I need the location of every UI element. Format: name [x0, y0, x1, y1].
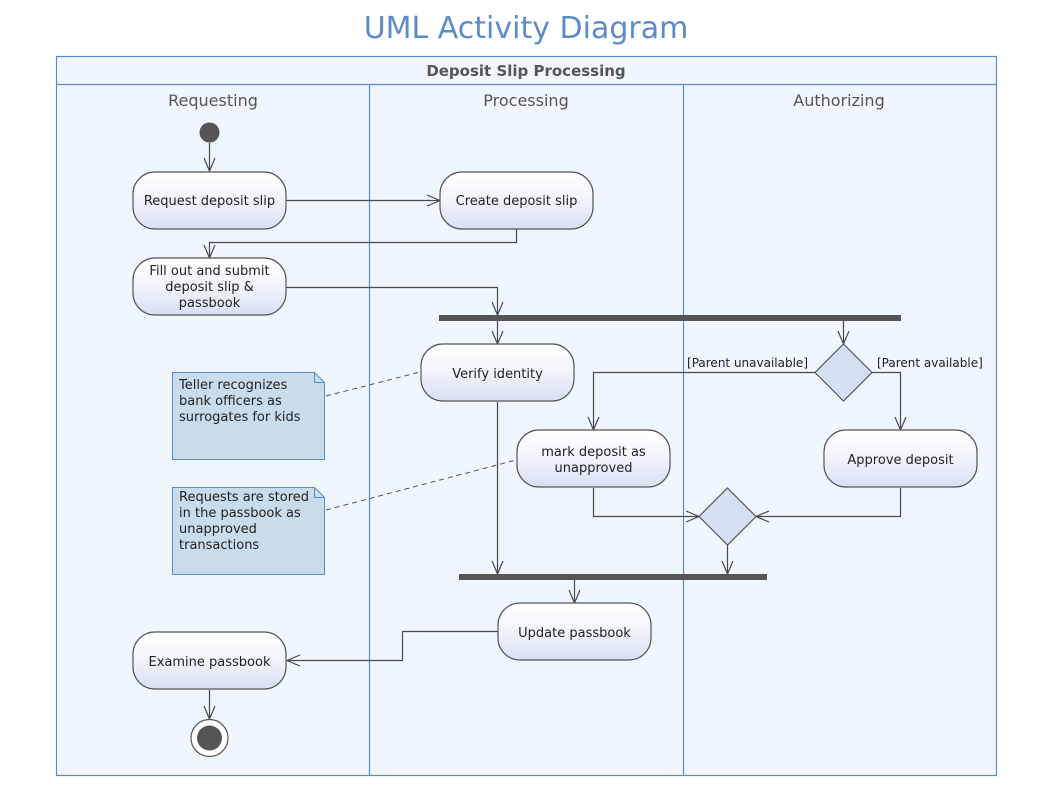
lane-title-requesting: Requesting — [168, 91, 258, 110]
note-text: surrogates for kids — [179, 410, 301, 425]
action-label: mark deposit as — [541, 445, 646, 460]
action-label: Update passbook — [518, 626, 631, 641]
arrowhead-icon — [203, 157, 216, 173]
action-update-passbook[interactable]: Update passbook — [497, 602, 652, 661]
note-text: unapproved — [179, 522, 257, 537]
action-label: Request deposit slip — [144, 194, 275, 209]
note-text: Teller recognizes — [178, 378, 288, 393]
initial-node[interactable] — [199, 122, 220, 143]
action-label: Create deposit slip — [456, 194, 578, 209]
action-label: Fill out and submit — [149, 264, 269, 279]
lane-title-processing: Processing — [483, 91, 568, 110]
action-label: Verify identity — [452, 367, 543, 382]
note-text: in the passbook as — [179, 506, 301, 521]
action-approve-deposit[interactable]: Approve deposit — [823, 429, 978, 488]
pool-title: Deposit Slip Processing — [426, 62, 625, 80]
decision-node-parent[interactable] — [814, 343, 873, 402]
note-teller[interactable]: Teller recognizes bank officers as surro… — [172, 372, 325, 460]
action-create-deposit-slip[interactable]: Create deposit slip — [439, 171, 594, 230]
note-text: transactions — [179, 538, 259, 553]
action-fill-out-submit[interactable]: Fill out and submit deposit slip & passb… — [132, 257, 287, 316]
action-mark-unapproved[interactable]: mark deposit as unapproved — [516, 429, 671, 488]
action-label: Approve deposit — [847, 453, 953, 468]
guard-parent-available: [Parent available] — [877, 356, 983, 370]
action-label: deposit slip & — [165, 280, 254, 295]
arrowhead-icon — [285, 654, 301, 667]
note-anchor-requests — [325, 459, 517, 511]
fork-bar[interactable] — [439, 315, 901, 321]
edges — [203, 143, 907, 721]
edge-initial-to-request — [203, 143, 216, 173]
diagram-title: UML Activity Diagram — [364, 11, 689, 46]
action-verify-identity[interactable]: Verify identity — [420, 343, 575, 402]
merge-node[interactable] — [698, 487, 757, 546]
action-examine-passbook[interactable]: Examine passbook — [132, 631, 287, 690]
lane-title-authorizing: Authorizing — [793, 91, 884, 110]
note-requests[interactable]: Requests are stored in the passbook as u… — [172, 487, 325, 575]
action-label: Examine passbook — [149, 655, 271, 670]
note-text: Requests are stored — [179, 490, 309, 505]
final-node[interactable] — [190, 718, 229, 758]
action-label: passbook — [179, 296, 241, 311]
note-anchor-teller — [325, 371, 421, 397]
note-text: bank officers as — [179, 394, 282, 409]
action-request-deposit-slip[interactable]: Request deposit slip — [132, 171, 287, 230]
edge-update-to-examine — [285, 630, 498, 667]
guard-parent-unavailable: [Parent unavailable] — [687, 356, 808, 370]
action-label: unapproved — [555, 461, 633, 476]
join-bar[interactable] — [459, 574, 767, 580]
